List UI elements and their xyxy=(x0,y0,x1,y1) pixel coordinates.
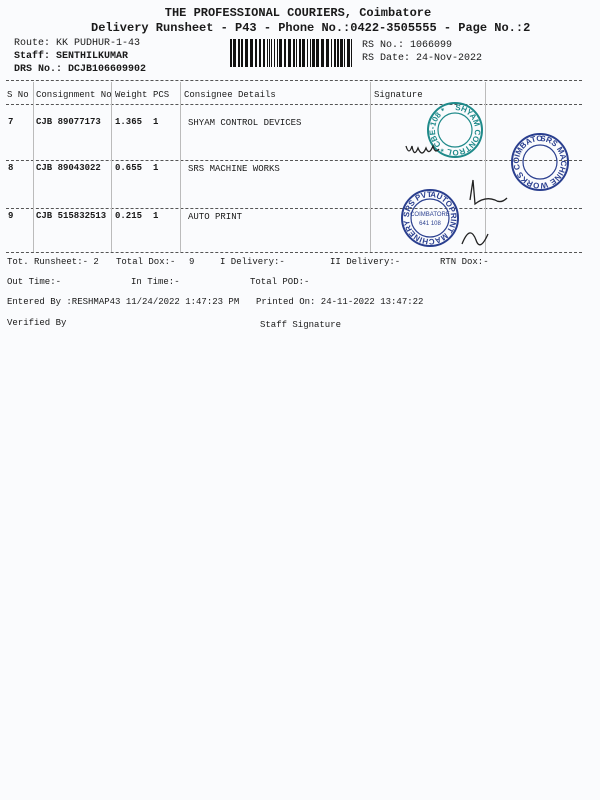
row-weight: 0.655 xyxy=(115,163,143,173)
barcode-bar xyxy=(259,39,261,67)
divider xyxy=(6,104,582,105)
barcode-bar xyxy=(312,39,315,67)
total-pod: Total POD:- xyxy=(250,277,310,287)
signature-row-8 xyxy=(469,179,508,206)
barcode-bar xyxy=(307,39,308,67)
barcode-bar xyxy=(293,39,295,67)
row-consignment: CJB 89043022 xyxy=(36,163,101,173)
i-delivery: I Delivery:- xyxy=(220,257,285,267)
total-dox-value: 9 xyxy=(189,257,195,267)
staff-signature: Staff Signature xyxy=(260,320,342,330)
rs-number: RS No.: 1066099 xyxy=(362,40,453,51)
barcode-bar xyxy=(326,39,329,67)
barcode-bar xyxy=(230,39,232,67)
barcode-bar xyxy=(296,39,297,67)
row-consignee: AUTO PRINT xyxy=(188,212,243,222)
autoprint-stamp: AUTOPRINT MACHINERY SRS PVT LTD COIMBATO… xyxy=(0,0,459,247)
barcode-bar xyxy=(267,39,268,67)
row-sno: 9 xyxy=(8,211,14,221)
row-pcs: 1 xyxy=(153,117,159,127)
barcode-bar xyxy=(351,39,352,67)
barcode-bar xyxy=(238,39,240,67)
drs-number: DRS No.: DCJB106609902 xyxy=(14,64,147,75)
barcode-bar xyxy=(337,39,339,67)
barcode-bar xyxy=(316,39,319,67)
rtn-dox: RTN Dox:- xyxy=(440,257,489,267)
col-signature: Signature xyxy=(374,90,423,100)
entered-by: Entered By :RESHMAP43 11/24/2022 1:47:23… xyxy=(7,297,240,307)
out-time: Out Time:- xyxy=(7,277,62,287)
tot-runsheet: Tot. Runsheet:- 2 xyxy=(7,257,99,267)
row-sno: 8 xyxy=(8,163,14,173)
barcode-bar xyxy=(302,39,305,67)
signature-row-9 xyxy=(461,232,489,246)
column-line xyxy=(33,82,34,252)
barcode-bar xyxy=(347,39,350,67)
barcode-bar xyxy=(331,39,332,67)
barcode-bar xyxy=(245,39,248,67)
signature-row-7 xyxy=(405,143,440,154)
col-sno: S No xyxy=(7,90,29,100)
in-time: In Time:- xyxy=(131,277,180,287)
row-consignment: CJB 89077173 xyxy=(36,117,101,127)
barcode-bar xyxy=(284,39,286,67)
row-pcs: 1 xyxy=(153,163,159,173)
row-consignee: SHYAM CONTROL DEVICES xyxy=(188,118,302,128)
col-consignment: Consignment No xyxy=(36,90,112,100)
col-weight: Weight xyxy=(115,90,148,100)
barcode-bar xyxy=(274,39,275,67)
svg-text:641 108: 641 108 xyxy=(419,221,441,227)
barcode-bar xyxy=(250,39,253,67)
barcode-bar xyxy=(299,39,301,67)
column-line xyxy=(180,82,181,252)
svg-text:SRS MACHINE WORKS COIMBATORE-1: SRS MACHINE WORKS COIMBATORE-108 xyxy=(0,0,568,190)
verified-by: Verified By xyxy=(7,318,67,328)
srs-machine-works-stamp: SRS MACHINE WORKS COIMBATORE-108 xyxy=(0,0,569,191)
rs-date: RS Date: 24-Nov-2022 xyxy=(362,53,483,64)
runsheet-subtitle: Delivery Runsheet - P43 - Phone No.:0422… xyxy=(91,21,531,35)
column-line xyxy=(370,82,371,252)
barcode-bar xyxy=(255,39,257,67)
row-weight: 1.365 xyxy=(115,117,143,127)
col-consignee: Consignee Details xyxy=(184,90,276,100)
barcode-bar xyxy=(233,39,236,67)
ii-delivery: II Delivery:- xyxy=(330,257,401,267)
barcode-bar xyxy=(241,39,243,67)
stamps-layer: SHYAM CONTROL * CBE-108 * SRS MACHINE WO… xyxy=(0,0,569,247)
barcode-bar xyxy=(310,39,311,67)
row-pcs: 1 xyxy=(153,211,159,221)
barcode-bar xyxy=(321,39,324,67)
barcode-bar xyxy=(279,39,282,67)
barcode-bar xyxy=(344,39,345,67)
barcode-bar xyxy=(334,39,336,67)
staff: Staff: SENTHILKUMAR xyxy=(14,51,129,62)
row-sno: 7 xyxy=(8,117,14,127)
svg-text:COIMBATORE: COIMBATORE xyxy=(410,212,450,218)
row-consignment: CJB 515832513 xyxy=(36,211,107,221)
barcode-bar xyxy=(271,39,272,67)
row-consignee: SRS MACHINE WORKS xyxy=(188,164,280,174)
divider xyxy=(6,252,582,253)
total-dox-label: Total Dox:- xyxy=(116,257,176,267)
barcode-bar xyxy=(340,39,343,67)
barcode-bar xyxy=(277,39,278,67)
barcode-bar xyxy=(263,39,265,67)
row-weight: 0.215 xyxy=(115,211,143,221)
svg-text:AUTOPRINT MACHINERY SRS PVT LT: AUTOPRINT MACHINERY SRS PVT LTD xyxy=(0,0,458,246)
divider xyxy=(6,160,582,161)
route: Route: KK PUDHUR-1-43 xyxy=(14,38,141,49)
shyam-control-stamp: SHYAM CONTROL * CBE-108 * xyxy=(427,102,483,158)
divider xyxy=(6,208,582,209)
barcode-bar xyxy=(269,39,270,67)
divider xyxy=(6,80,582,81)
barcode-bar xyxy=(288,39,291,67)
column-line xyxy=(111,82,112,252)
company-title: THE PROFESSIONAL COURIERS, Coimbatore xyxy=(164,6,432,20)
col-pcs: PCS xyxy=(153,90,170,100)
barcode xyxy=(230,39,352,67)
printed-on: Printed On: 24-11-2022 13:47:22 xyxy=(256,297,424,307)
column-line xyxy=(485,82,486,252)
